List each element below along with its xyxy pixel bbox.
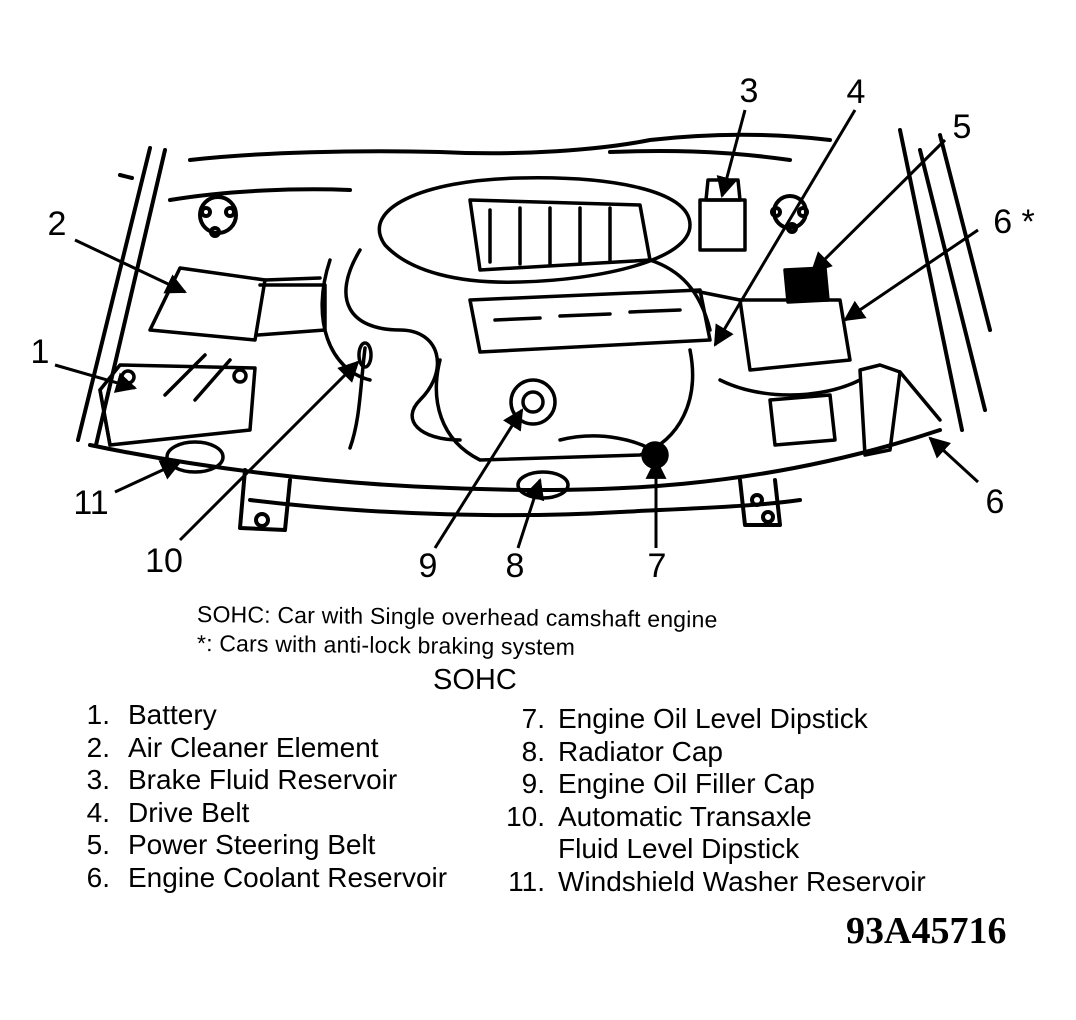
callout-2: 2: [47, 205, 67, 243]
callout-11: 11: [73, 484, 109, 522]
callout-4: 4: [846, 73, 866, 111]
legend-item: 10.Automatic Transaxle: [506, 800, 812, 832]
callout-5: 5: [952, 108, 972, 146]
legend-item: 3.Brake Fluid Reservoir: [86, 764, 398, 796]
sohc-definition-note: SOHC: Car with Single overhead camshaft …: [196, 601, 718, 633]
legend-item: Fluid Level Dipstick: [558, 833, 800, 865]
engine-bay-outline: [76, 128, 992, 532]
callout-8: 8: [505, 547, 525, 585]
legend-item: 4.Drive Belt: [86, 796, 250, 828]
abs-footnote: *: Cars with anti-lock braking system: [196, 630, 576, 660]
callout-leader-lines: [54, 109, 980, 549]
legend-item: 11.Windshield Washer Reservoir: [508, 865, 926, 897]
legend-item: 8.Radiator Cap: [521, 735, 723, 767]
callout-6-abs: 6 *: [993, 203, 1035, 241]
legend-title: SOHC: [433, 664, 517, 696]
callout-7: 7: [647, 547, 667, 585]
legend-item: 6.Engine Coolant Reservoir: [86, 861, 448, 893]
legend-item: 2.Air Cleaner Element: [86, 731, 379, 763]
figure-id: 93A45716: [846, 910, 1007, 952]
legend-right-column: 7.Engine Oil Level Dipstick 8.Radiator C…: [498, 703, 926, 899]
callout-6: 6: [985, 483, 1005, 521]
engine-components: [98, 176, 942, 500]
legend-item: 5.Power Steering Belt: [86, 829, 376, 861]
legend-item: 1.Battery: [86, 699, 217, 730]
callout-1: 1: [30, 333, 50, 371]
callout-10: 10: [145, 542, 183, 580]
callout-9: 9: [418, 547, 438, 585]
callout-3: 3: [739, 72, 759, 110]
legend-left-column: 1.Battery 2.Air Cleaner Element 3.Brake …: [84, 699, 448, 895]
legend-item: 9.Engine Oil Filler Cap: [521, 768, 815, 800]
legend-item: 7.Engine Oil Level Dipstick: [521, 703, 868, 734]
